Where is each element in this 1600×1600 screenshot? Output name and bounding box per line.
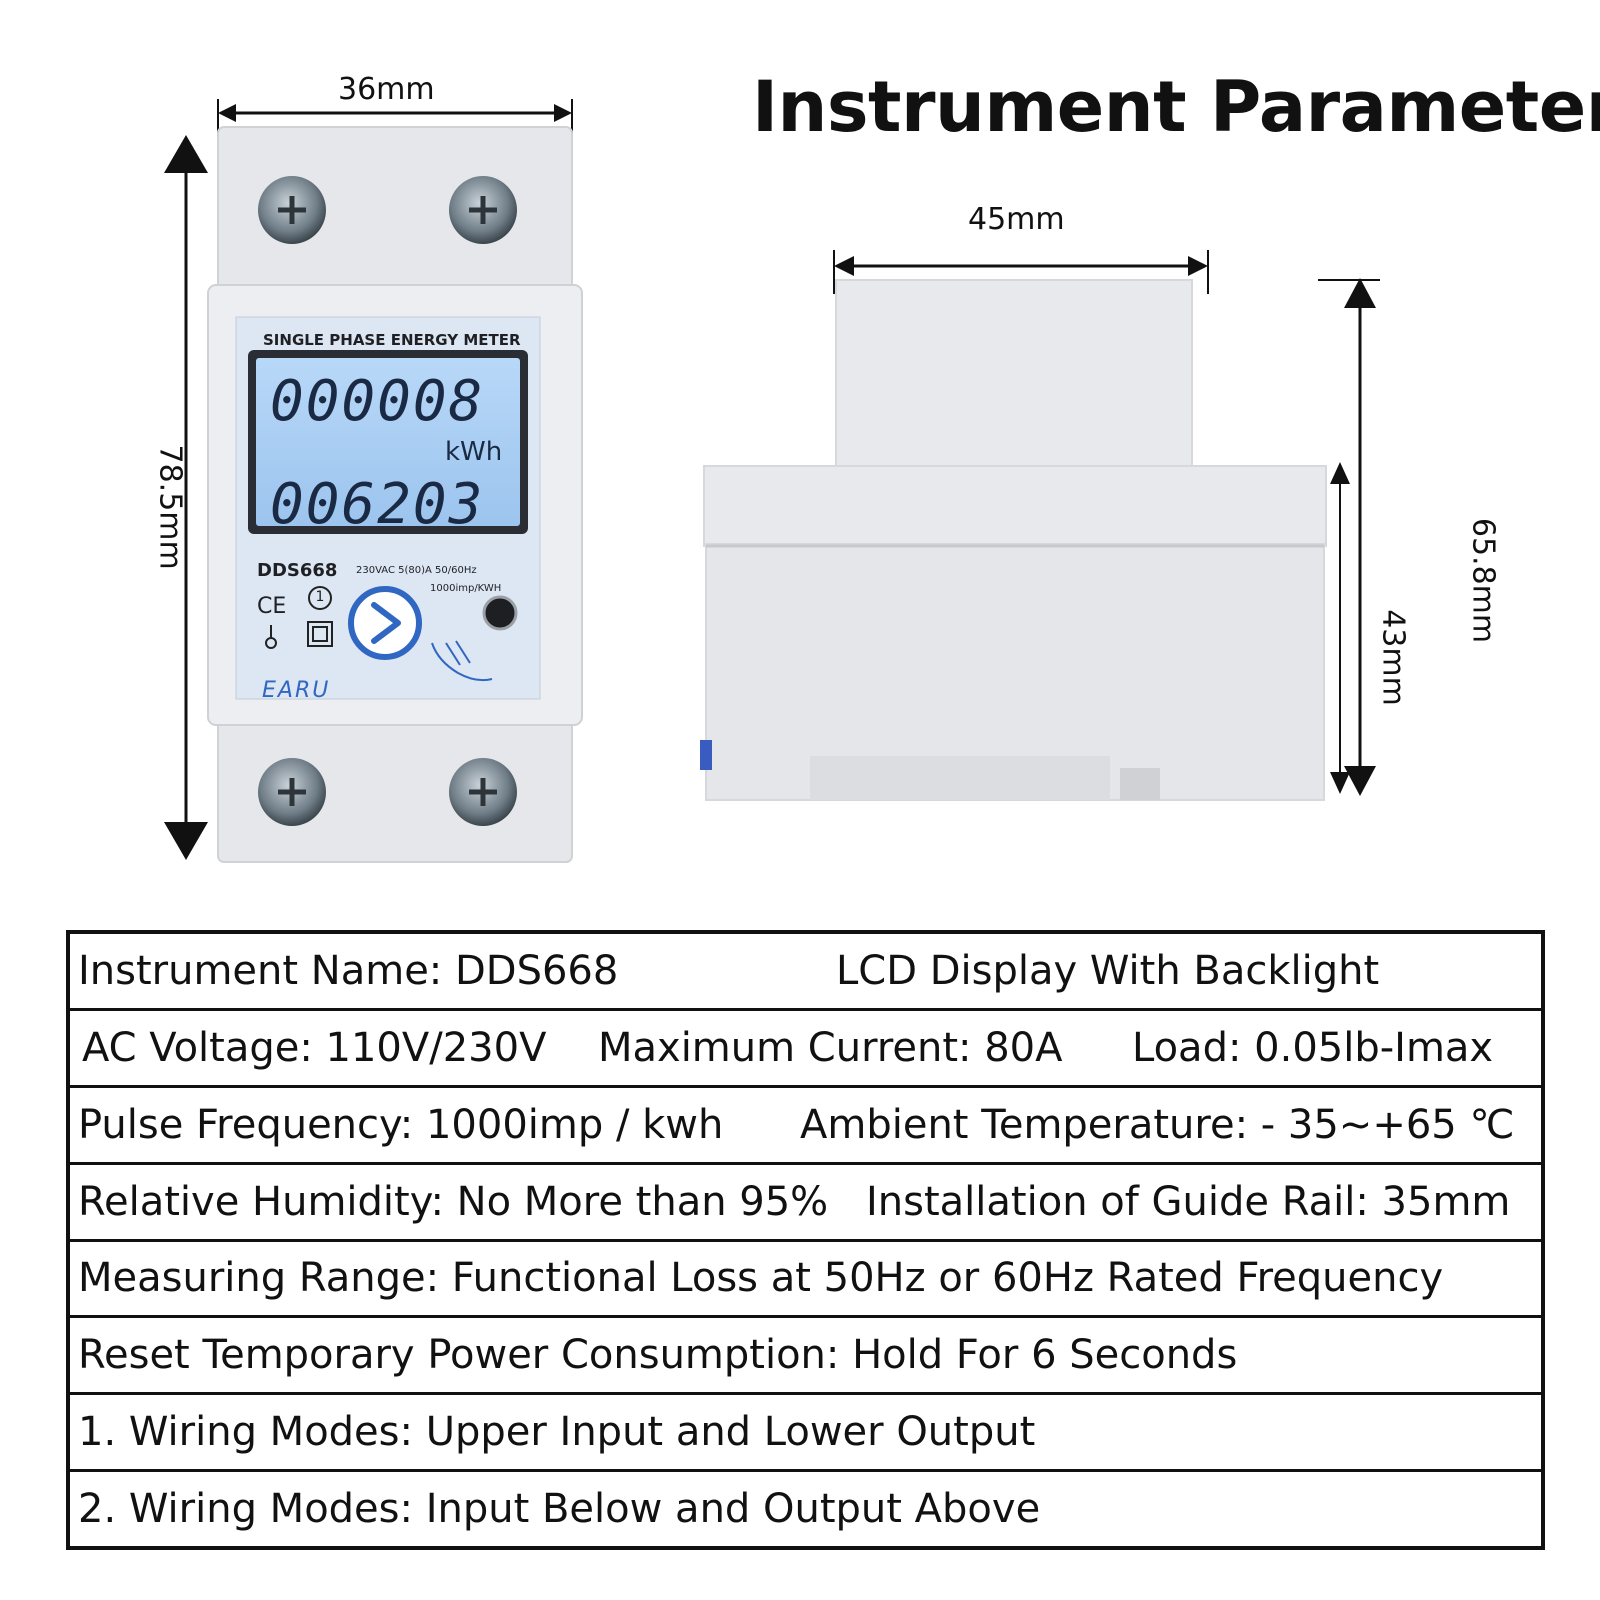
side-total-height-arrow bbox=[1318, 278, 1380, 796]
meter-rating-2: 1000imp/KWH bbox=[430, 583, 502, 594]
table-row: 2. Wiring Modes: Input Below and Output … bbox=[70, 1472, 1541, 1546]
spec-ambient-temperature: Ambient Temperature: - 35~+65 ℃ bbox=[800, 1101, 1515, 1148]
front-height-arrow bbox=[164, 135, 208, 860]
spec-measuring-range: Measuring Range: Functional Loss at 50Hz… bbox=[78, 1255, 1444, 1302]
spec-load: Load: 0.05lb-Imax bbox=[1132, 1024, 1494, 1071]
table-row: Measuring Range: Functional Loss at 50Hz… bbox=[70, 1242, 1541, 1319]
meter-rating-1: 230VAC 5(80)A 50/60Hz bbox=[356, 565, 477, 576]
accuracy-class-mark: 1 bbox=[315, 589, 325, 605]
spec-instrument-name: Instrument Name: DDS668 bbox=[78, 947, 619, 994]
double-insulation-icon bbox=[307, 621, 333, 647]
spec-pulse-frequency: Pulse Frequency: 1000imp / kwh bbox=[78, 1101, 724, 1148]
front-view-illustration bbox=[164, 99, 583, 863]
spec-ac-voltage: AC Voltage: 110V/230V bbox=[82, 1024, 547, 1071]
side-view-illustration bbox=[700, 250, 1380, 801]
page-title: Instrument Parameters bbox=[752, 66, 1600, 148]
side-body-height-arrow bbox=[1330, 462, 1350, 794]
side-width-arrow bbox=[833, 250, 1209, 294]
brand-logo: EARU bbox=[262, 678, 331, 703]
table-row: Relative Humidity: No More than 95% Inst… bbox=[70, 1165, 1541, 1242]
lcd-reading-top: 000008 bbox=[270, 369, 485, 434]
table-row: Pulse Frequency: 1000imp / kwh Ambient T… bbox=[70, 1088, 1541, 1165]
spec-wiring-mode-1: 1. Wiring Modes: Upper Input and Lower O… bbox=[78, 1409, 1036, 1456]
front-width-label: 36mm bbox=[338, 72, 435, 107]
side-width-label: 45mm bbox=[968, 202, 1065, 237]
press-hand-icon bbox=[431, 640, 493, 682]
side-housing-top bbox=[835, 279, 1193, 471]
spec-wiring-mode-2: 2. Wiring Modes: Input Below and Output … bbox=[78, 1486, 1041, 1533]
table-row: Reset Temporary Power Consumption: Hold … bbox=[70, 1318, 1541, 1396]
lcd-reading-bottom: 006203 bbox=[270, 472, 485, 537]
front-width-arrow bbox=[217, 99, 573, 135]
table-row: AC Voltage: 110V/230V Maximum Current: 8… bbox=[70, 1011, 1541, 1088]
meter-header: SINGLE PHASE ENERGY METER bbox=[263, 331, 521, 349]
spec-display: LCD Display With Backlight bbox=[836, 947, 1380, 994]
lcd-display bbox=[256, 358, 520, 526]
spec-max-current: Maximum Current: 80A bbox=[598, 1024, 1063, 1071]
spec-guide-rail: Installation of Guide Rail: 35mm bbox=[866, 1178, 1511, 1225]
table-row: Instrument Name: DDS668 LCD Display With… bbox=[70, 934, 1541, 1011]
spec-reset: Reset Temporary Power Consumption: Hold … bbox=[78, 1332, 1238, 1379]
rail-clip-icon bbox=[700, 740, 712, 770]
lcd-unit: kWh bbox=[445, 437, 503, 467]
spec-table: Instrument Name: DDS668 LCD Display With… bbox=[66, 930, 1545, 1550]
pulse-led-icon bbox=[482, 595, 518, 631]
meter-model: DDS668 bbox=[257, 560, 338, 581]
spec-relative-humidity: Relative Humidity: No More than 95% bbox=[78, 1178, 829, 1225]
ce-mark: CE bbox=[257, 594, 287, 619]
table-row: 1. Wiring Modes: Upper Input and Lower O… bbox=[70, 1395, 1541, 1473]
display-toggle-button[interactable] bbox=[348, 586, 422, 660]
